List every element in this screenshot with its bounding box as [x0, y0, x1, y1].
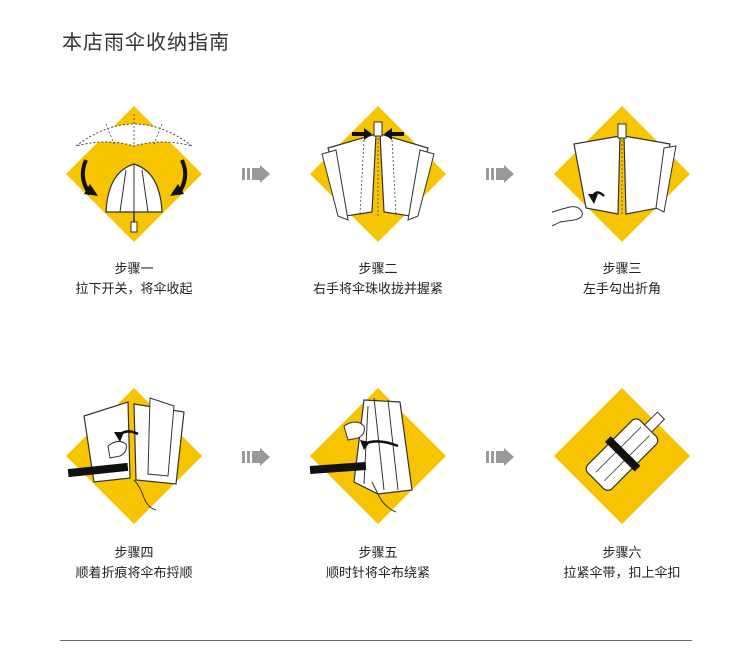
step-5-desc: 顺时针将伞布绕紧 — [325, 566, 430, 581]
step-2-desc: 右手将伞珠收拢并握紧 — [312, 282, 443, 297]
umbrella-fold-corner-icon — [552, 106, 690, 242]
umbrella-smooth-fabric-icon — [66, 388, 202, 524]
page-title: 本店雨伞收纳指南 — [62, 30, 230, 54]
next-arrow-icon — [242, 165, 270, 183]
next-arrow-icon — [486, 448, 514, 466]
step-4-illustration — [64, 386, 204, 526]
step-4-caption: 步骤四 顺着折痕将伞布捋顺 — [34, 544, 234, 584]
step-1-illustration — [64, 104, 204, 244]
step-1-caption: 步骤一 拉下开关，将伞收起 — [34, 260, 234, 300]
umbrella-gather-icon — [310, 106, 446, 242]
step-5-label: 步骤五 — [358, 546, 398, 561]
step-6-label: 步骤六 — [602, 546, 642, 561]
umbrella-closing-icon — [66, 106, 202, 242]
next-arrow-icon — [242, 448, 270, 466]
step-5-illustration — [308, 386, 448, 526]
step-3-illustration — [552, 104, 692, 244]
next-arrow-icon — [486, 165, 514, 183]
step-6-illustration — [552, 386, 692, 526]
step-5-caption: 步骤五 顺时针将伞布绕紧 — [278, 544, 478, 584]
step-1-desc: 拉下开关，将伞收起 — [75, 282, 193, 297]
step-1-label: 步骤一 — [114, 262, 154, 277]
step-3-caption: 步骤三 左手勾出折角 — [522, 260, 722, 300]
step-6-caption: 步骤六 拉紧伞带，扣上伞扣 — [522, 544, 722, 584]
step-2-label: 步骤二 — [358, 262, 398, 277]
step-2-illustration — [308, 104, 448, 244]
step-6-desc: 拉紧伞带，扣上伞扣 — [563, 566, 681, 581]
bottom-divider — [60, 640, 692, 641]
step-4-desc: 顺着折痕将伞布捋顺 — [75, 566, 193, 581]
step-3-label: 步骤三 — [602, 262, 642, 277]
step-2-caption: 步骤二 右手将伞珠收拢并握紧 — [278, 260, 478, 300]
step-3-desc: 左手勾出折角 — [582, 282, 661, 297]
step-4-label: 步骤四 — [114, 546, 154, 561]
umbrella-wrap-icon — [309, 388, 446, 524]
umbrella-strap-icon — [554, 388, 690, 524]
